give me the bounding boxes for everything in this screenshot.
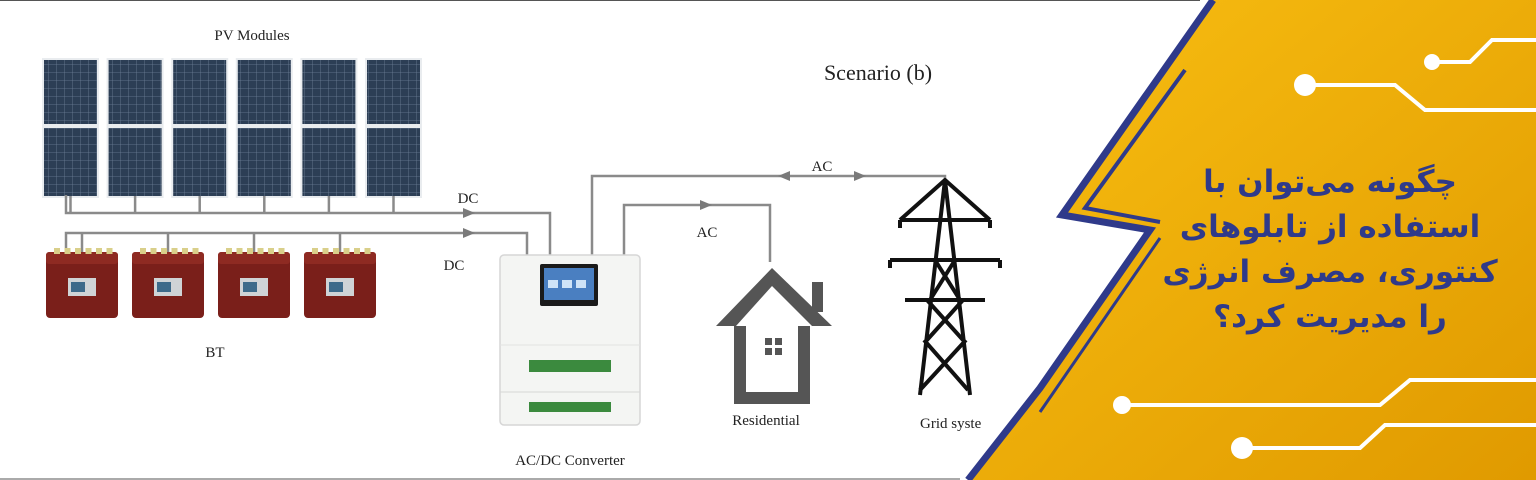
pv-module: [171, 58, 229, 213]
pv-modules-label: PV Modules: [214, 28, 289, 44]
ac-dc-converter: [499, 254, 641, 426]
dc-bottom-label: DC: [444, 258, 465, 274]
battery: [218, 233, 290, 318]
pv-module: [42, 58, 99, 213]
batteries: [46, 233, 376, 318]
grid-system-label: Grid syste: [920, 416, 982, 432]
battery: [132, 233, 204, 318]
diagram-title: Scenario (b): [824, 60, 932, 85]
banner-line-2: استفاده از تابلوهای: [1179, 209, 1481, 245]
banner-line-3: کنتوری، مصرف انرژی: [1162, 254, 1498, 290]
banner: [965, 0, 1536, 480]
house-icon: [716, 268, 832, 404]
banner-line-1: چگونه می‌توان با: [1203, 164, 1457, 200]
banner-headline: چگونه می‌توان با استفاده از تابلوهای کنت…: [1150, 160, 1510, 340]
ac-top-label: AC: [812, 159, 833, 175]
bt-label: BT: [205, 345, 224, 361]
grid-tower-icon: [888, 178, 1002, 396]
arrows: [463, 171, 866, 238]
pv-modules: [42, 58, 422, 213]
pv-module: [106, 58, 164, 213]
battery: [46, 233, 118, 318]
battery: [304, 233, 376, 318]
ac-mid-label: AC: [697, 225, 718, 241]
dc-top-label: DC: [458, 191, 479, 207]
pv-module: [235, 58, 293, 213]
converter-label: AC/DC Converter: [515, 453, 625, 469]
banner-line-4: را مدیریت کرد؟: [1213, 299, 1447, 335]
circuit-nodes: [1113, 54, 1440, 459]
pv-module: [365, 58, 422, 213]
residential-label: Residential: [732, 413, 800, 429]
circuit-lines: [1120, 38, 1536, 450]
pv-module: [300, 58, 358, 213]
